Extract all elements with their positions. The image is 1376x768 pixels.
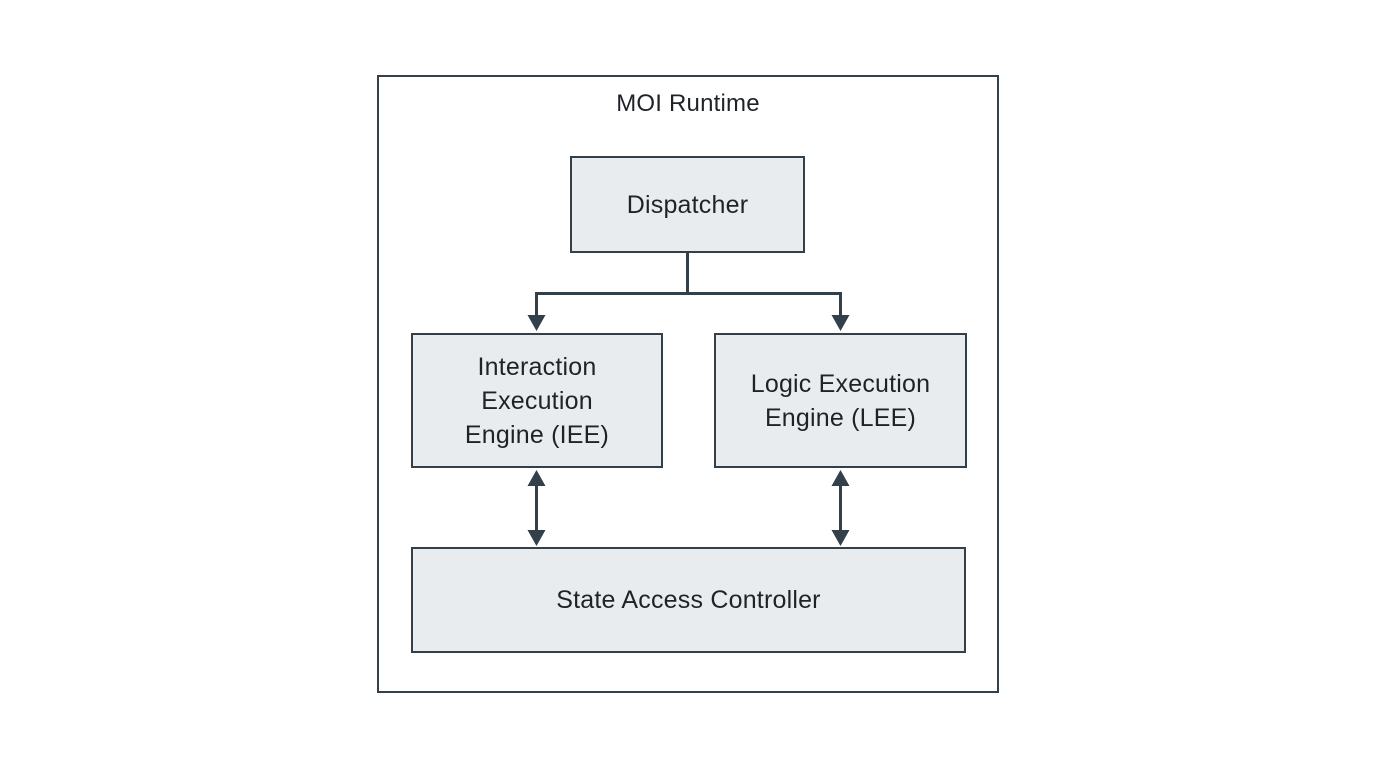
node-dispatcher-label: Dispatcher <box>626 190 749 219</box>
node-iee-label: Interaction Execution Engine (IEE) <box>464 352 610 449</box>
node-dispatcher: Dispatcher <box>570 156 805 253</box>
node-logic-execution-engine: Logic Execution Engine (LEE) <box>714 333 967 468</box>
node-interaction-execution-engine: Interaction Execution Engine (IEE) <box>411 333 663 468</box>
node-lee-label: Logic Execution Engine (LEE) <box>750 369 931 432</box>
node-sac-label: State Access Controller <box>556 586 821 614</box>
diagram-title: MOI Runtime <box>616 90 760 117</box>
node-state-access-controller: State Access Controller <box>411 547 966 653</box>
